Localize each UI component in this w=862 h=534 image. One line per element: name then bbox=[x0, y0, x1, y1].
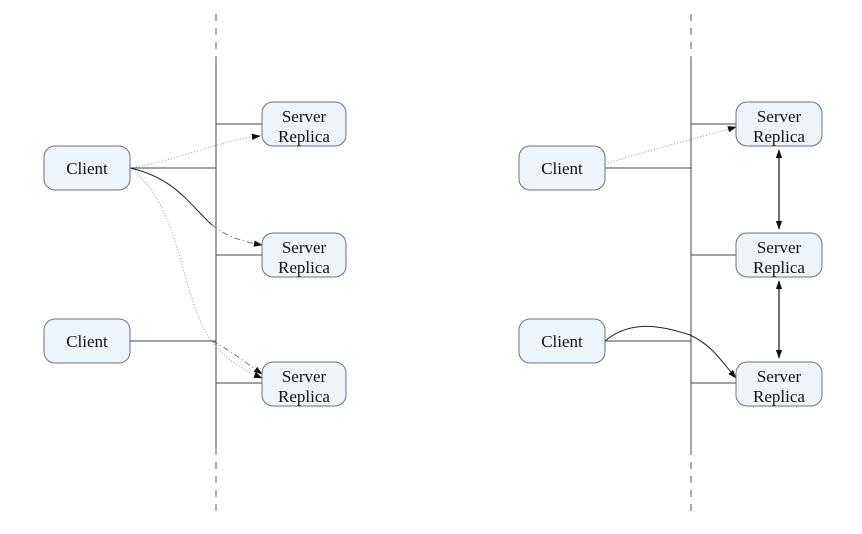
right-replica-3: Server Replica bbox=[735, 361, 823, 407]
left-client-2: Client bbox=[43, 318, 131, 364]
right-replica-1: Server Replica bbox=[735, 101, 823, 147]
left-client-2-label: Client bbox=[66, 332, 108, 351]
left-replica-2-line1: Server bbox=[282, 238, 327, 257]
right-diagram: Client Client Server Replica Server Repl… bbox=[518, 14, 823, 514]
right-replica-2-line2: Replica bbox=[753, 258, 805, 277]
left-request-arrow-3 bbox=[129, 167, 263, 379]
left-request-arrow-4 bbox=[211, 340, 263, 375]
left-client-1: Client bbox=[43, 145, 131, 191]
right-replica-3-line1: Server bbox=[757, 367, 802, 386]
right-request-arrow-1 bbox=[604, 126, 737, 165]
left-request-arrow-1 bbox=[129, 133, 261, 169]
right-client-1: Client bbox=[518, 145, 606, 191]
left-client-1-label: Client bbox=[66, 159, 108, 178]
left-request-arrow-2-tail bbox=[211, 224, 263, 247]
left-replica-2-line2: Replica bbox=[278, 258, 330, 277]
left-replica-3-line1: Server bbox=[282, 367, 327, 386]
right-client-2: Client bbox=[518, 318, 606, 364]
right-request-arrow-2 bbox=[604, 325, 737, 379]
right-replica-2: Server Replica bbox=[735, 232, 823, 278]
left-replica-3-line2: Replica bbox=[278, 387, 330, 406]
left-request-arrow-2 bbox=[129, 167, 213, 226]
left-replica-3: Server Replica bbox=[261, 361, 347, 407]
left-replica-1-line1: Server bbox=[282, 107, 327, 126]
right-replica-1-line2: Replica bbox=[753, 127, 805, 146]
left-replica-1-line2: Replica bbox=[278, 127, 330, 146]
right-replica-1-line1: Server bbox=[757, 107, 802, 126]
right-replica-2-line1: Server bbox=[757, 238, 802, 257]
left-replica-2: Server Replica bbox=[261, 232, 347, 278]
right-client-2-label: Client bbox=[541, 332, 583, 351]
left-replica-1: Server Replica bbox=[261, 101, 347, 147]
left-diagram: Client Client Server Replica Server Repl… bbox=[43, 14, 347, 514]
right-client-1-label: Client bbox=[541, 159, 583, 178]
right-replica-3-line2: Replica bbox=[753, 387, 805, 406]
